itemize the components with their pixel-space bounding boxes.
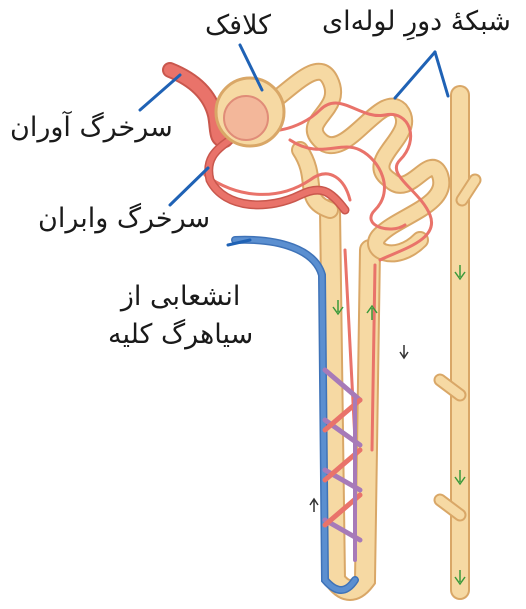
label-renal-vein-branch: انشعابی از سیاهرگ کلیه <box>108 278 253 354</box>
label-renal-vein-branch-line2: سیاهرگ کلیه <box>108 316 253 354</box>
leader-network-right <box>435 52 448 96</box>
label-glomerulus: کلافک <box>205 10 271 41</box>
glomerulus <box>216 78 284 146</box>
label-efferent-arteriole: سرخرگ وابران <box>38 203 210 234</box>
leader-network-left <box>395 52 435 98</box>
label-renal-vein-branch-line1: انشعابی از <box>108 278 253 316</box>
leader-afferent <box>140 75 180 110</box>
convoluted-tubules <box>275 72 441 254</box>
leader-efferent <box>170 168 208 205</box>
label-peritubular-network: شبکهٔ دورِ لوله‌ای <box>322 6 511 37</box>
label-afferent-arteriole: سرخرگ آوران <box>10 112 173 143</box>
